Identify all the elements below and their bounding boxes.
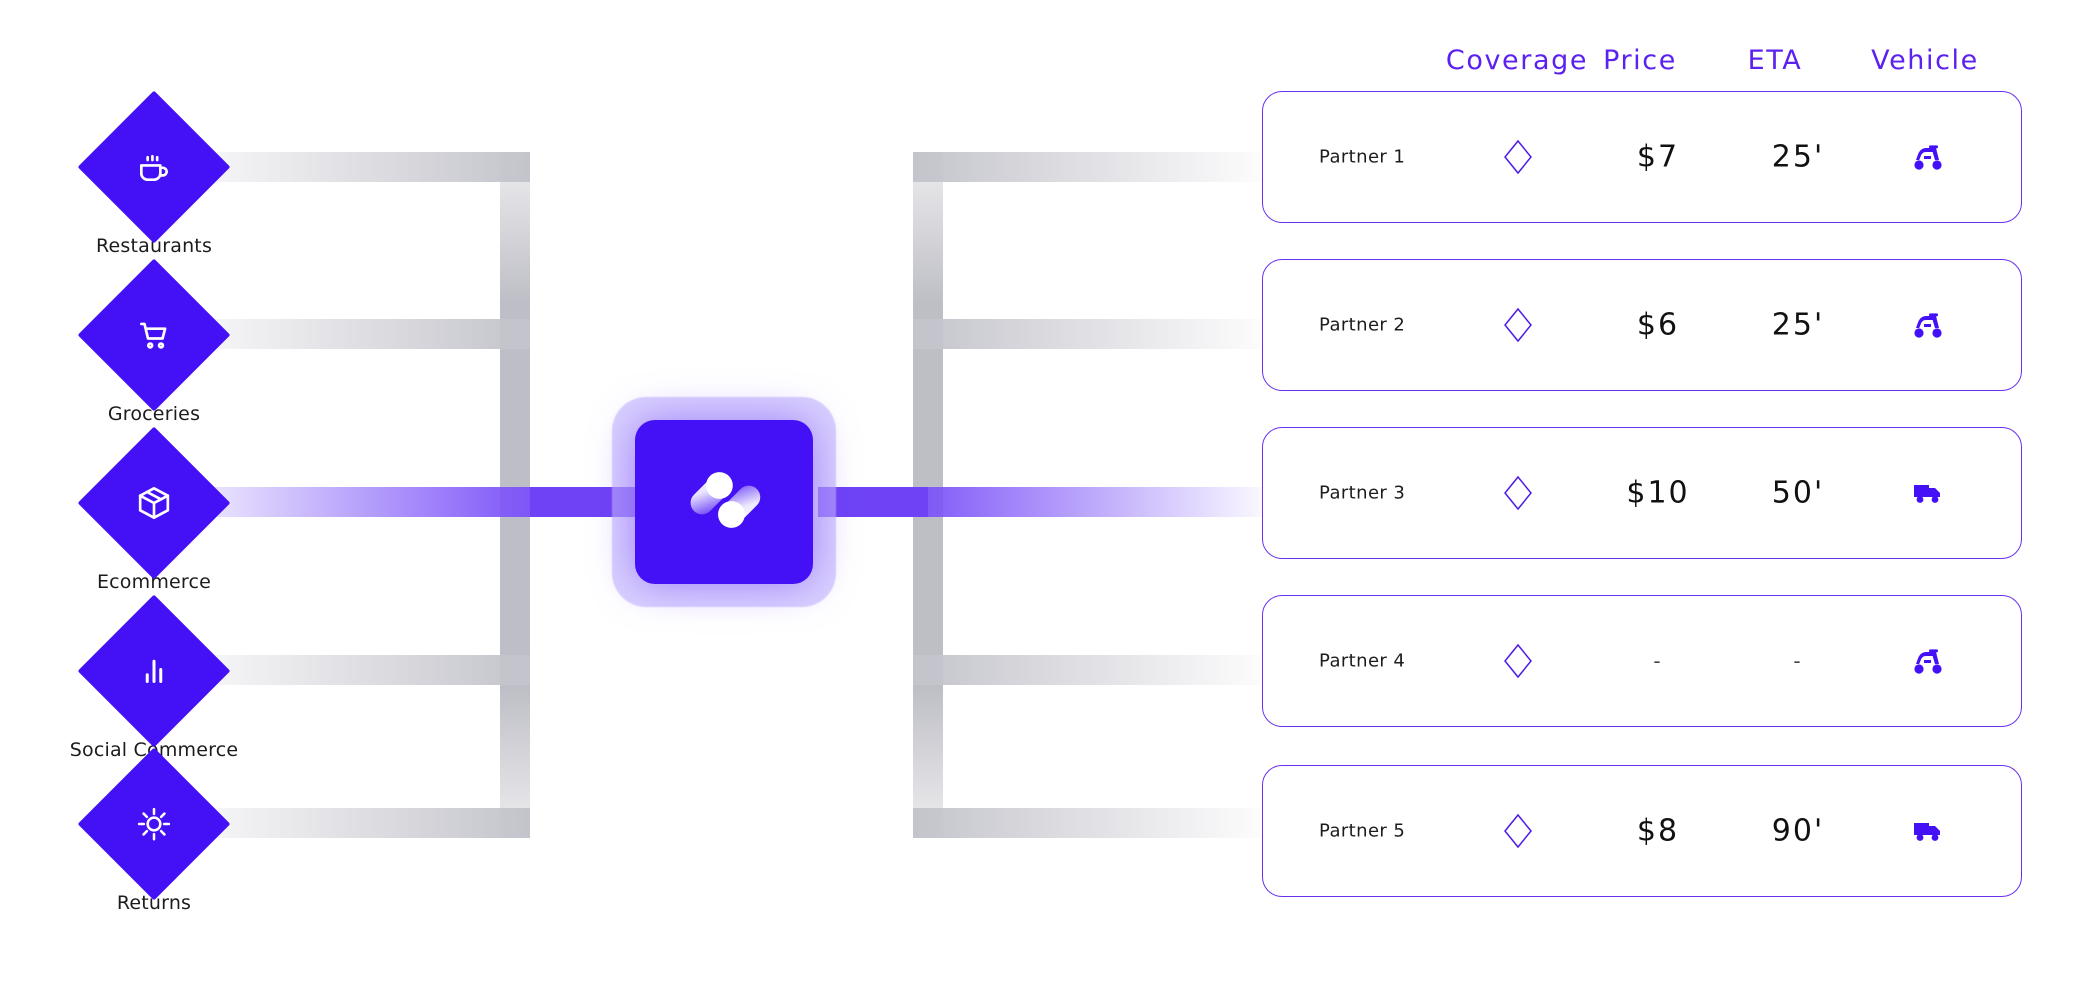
coverage-cell (1473, 810, 1563, 852)
diamond-outline-icon (1473, 472, 1563, 514)
column-header-coverage: Coverage (1445, 45, 1589, 76)
partner-name: Partner 1 (1319, 146, 1406, 168)
coverage-cell (1473, 472, 1563, 514)
coffee-cup-icon (131, 144, 177, 190)
column-header-eta: ETA (1747, 45, 1803, 76)
scooter-icon (1873, 646, 1983, 676)
column-header-vehicle: Vehicle (1871, 45, 1979, 76)
price-cell: $6 (1636, 307, 1680, 343)
category-label: Restaurants (95, 235, 213, 257)
column-header-price: Price (1603, 45, 1677, 76)
right-vertical-connector (913, 152, 943, 838)
right-branch-partner-5 (913, 808, 1263, 838)
table-row[interactable]: Partner 2 $6 25' (1262, 259, 2022, 391)
eta-cell: 25' (1771, 307, 1825, 343)
eta-cell: 25' (1771, 139, 1825, 175)
truck-icon (1873, 479, 1983, 507)
eta-cell: - (1793, 649, 1803, 673)
left-vertical-connector (500, 152, 530, 838)
vehicle-cell (1873, 310, 1983, 340)
partner-name: Partner 2 (1319, 314, 1406, 336)
two-capsules-logo (681, 457, 767, 547)
vehicle-cell (1873, 817, 1983, 845)
sun-icon (131, 801, 177, 847)
right-branch-partner-1 (913, 152, 1263, 182)
scooter-icon (1873, 310, 1983, 340)
category-diamond (77, 90, 231, 244)
category-node-social-commerce[interactable]: Social Commerce (44, 594, 264, 761)
category-node-restaurants[interactable]: Restaurants (44, 90, 264, 257)
price-cell: $10 (1626, 475, 1690, 511)
category-label: Returns (116, 892, 192, 914)
diamond-outline-icon (1473, 810, 1563, 852)
package-box-icon (131, 480, 177, 526)
diamond-outline-icon (1473, 640, 1563, 682)
eta-cell: 50' (1771, 475, 1825, 511)
right-branch-partner-2 (913, 319, 1263, 349)
brand-logo-tile (635, 420, 813, 584)
partner-name: Partner 3 (1319, 482, 1406, 504)
partner-name: Partner 5 (1319, 820, 1406, 842)
category-diamond (77, 594, 231, 748)
eta-cell: 90' (1771, 813, 1825, 849)
price-cell: - (1653, 649, 1663, 673)
coverage-cell (1473, 640, 1563, 682)
category-node-ecommerce[interactable]: Ecommerce (44, 426, 264, 593)
category-diamond (77, 258, 231, 412)
bar-chart-icon (131, 648, 177, 694)
diamond-outline-icon (1473, 136, 1563, 178)
vehicle-cell (1873, 646, 1983, 676)
right-branch-partner-4 (913, 655, 1263, 685)
right-branch-partner-3 (913, 487, 1263, 517)
category-node-returns[interactable]: Returns (44, 747, 264, 914)
coverage-cell (1473, 304, 1563, 346)
category-label: Ecommerce (96, 571, 212, 593)
category-diamond (77, 426, 231, 580)
category-diamond (77, 747, 231, 901)
coverage-cell (1473, 136, 1563, 178)
table-row[interactable]: Partner 4 - - (1262, 595, 2022, 727)
category-label: Groceries (107, 403, 201, 425)
vehicle-cell (1873, 142, 1983, 172)
category-node-groceries[interactable]: Groceries (44, 258, 264, 425)
price-cell: $7 (1636, 139, 1680, 175)
shopping-cart-icon (131, 312, 177, 358)
scooter-icon (1873, 142, 1983, 172)
diamond-outline-icon (1473, 304, 1563, 346)
vehicle-cell (1873, 479, 1983, 507)
table-row[interactable]: Partner 5 $8 90' (1262, 765, 2022, 897)
partner-name: Partner 4 (1319, 650, 1406, 672)
table-row[interactable]: Partner 3 $10 50' (1262, 427, 2022, 559)
price-cell: $8 (1636, 813, 1680, 849)
table-row[interactable]: Partner 1 $7 25' (1262, 91, 2022, 223)
truck-icon (1873, 817, 1983, 845)
